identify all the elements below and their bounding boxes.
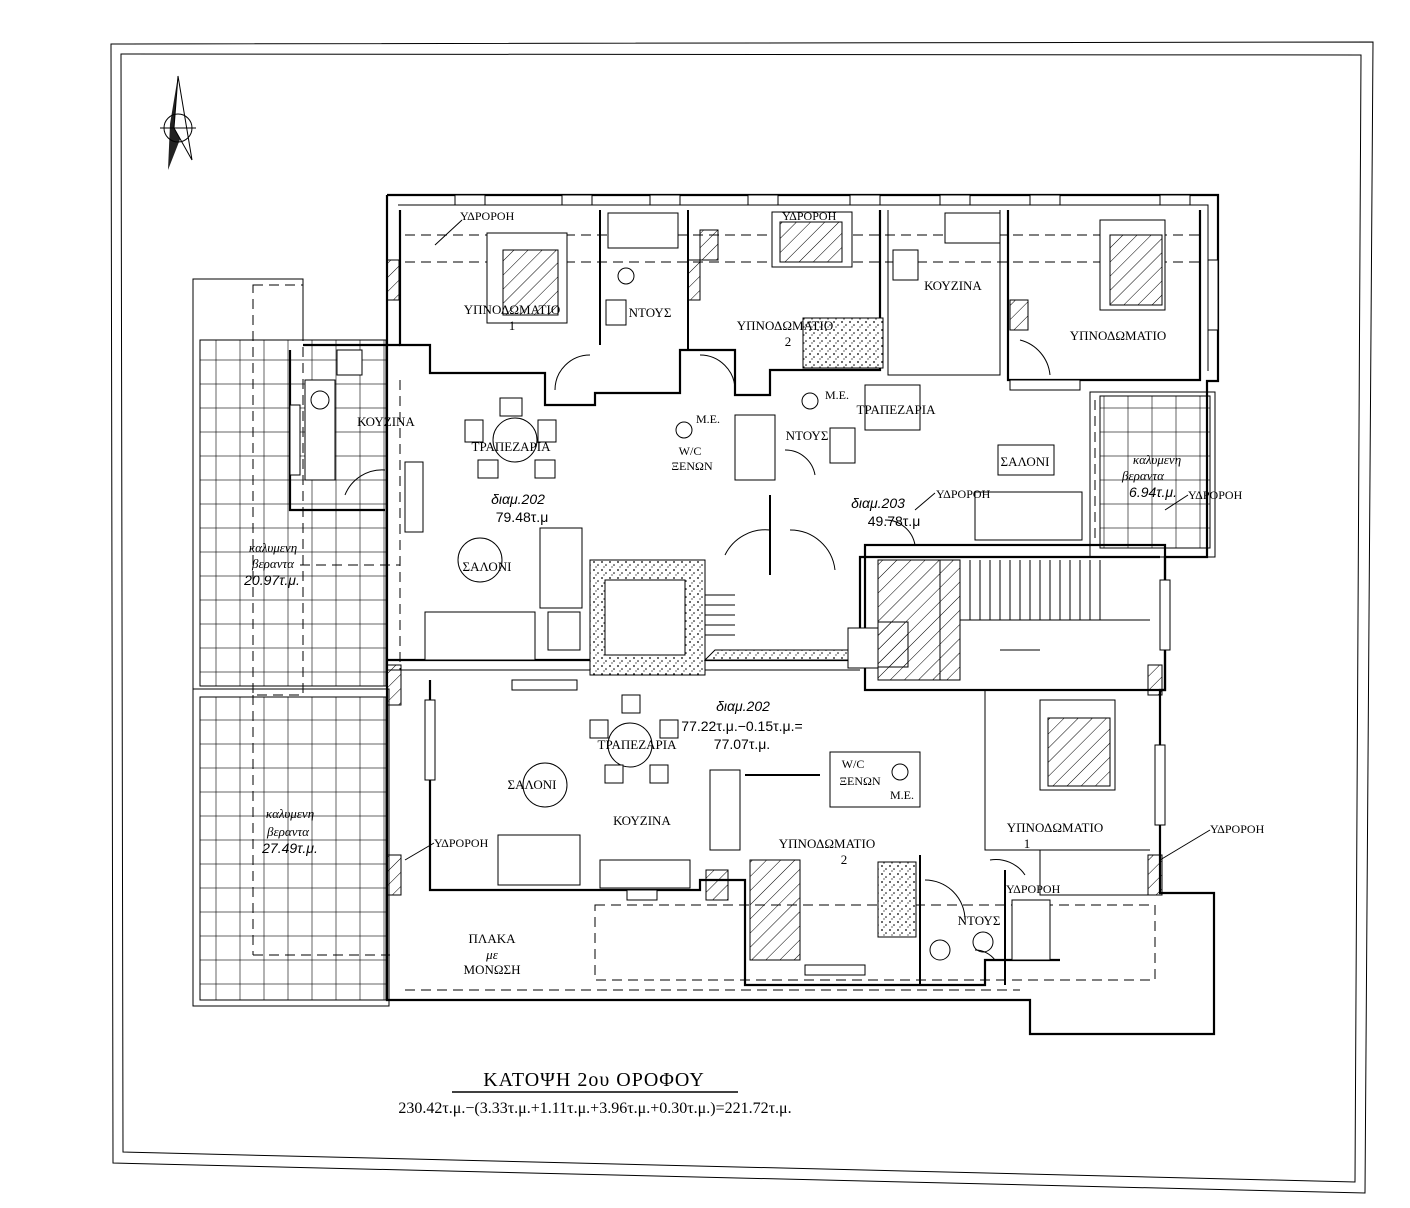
area-formula: 230.42τ.μ.−(3.33τ.μ.+1.11τ.μ.+3.96τ.μ.+0… xyxy=(398,1100,791,1117)
label-living-top-right: ΣΑΛΟΝΙ xyxy=(1001,454,1050,469)
veranda-3-line-2: βεραντα xyxy=(1121,468,1165,483)
title-block: ΚΑΤΟΨΗ 2ου ΟΡΟΦΟΥ 230.42τ.μ.−(3.33τ.μ.+1… xyxy=(398,1069,791,1117)
staircase xyxy=(847,543,1167,692)
apt-202-area: 79.48τ.μ xyxy=(496,509,549,525)
apt-203-area: 49.78τ.μ xyxy=(868,513,921,529)
downpipe-label-6: ΥΔΡΟΡΟΗ xyxy=(1210,822,1265,836)
label-bedroom-2-top: ΥΠΝΟΔΩΜΑΤΙΟ xyxy=(737,318,833,333)
label-me-top-right: Μ.Ε. xyxy=(825,388,849,402)
label-dining-bottom: ΤΡΑΠΕΖΑΡΙΑ xyxy=(598,737,678,752)
label-living-bottom: ΣΑΛΟΝΙ xyxy=(508,777,557,792)
furniture-beds xyxy=(486,211,1166,961)
windows xyxy=(289,194,1219,976)
label-me-top-left: Μ.Ε. xyxy=(696,412,720,426)
apt-203-name: διαμ.203 xyxy=(851,495,905,511)
veranda-1-line-2: βεραντα xyxy=(251,556,295,571)
veranda-right xyxy=(1089,391,1216,558)
label-shower-top-right: ΝΤΟΥΣ xyxy=(786,428,829,443)
veranda-1-area: 20.97τ.μ. xyxy=(243,572,300,588)
apt-202b-area-calc: 77.22τ.μ.−0.15τ.μ.= xyxy=(681,718,802,734)
veranda-left-bottom xyxy=(192,688,390,1007)
veranda-left-top xyxy=(192,278,387,690)
downpipe-label-4: ΥΔΡΟΡΟΗ xyxy=(1188,488,1243,502)
label-guest-top-left: ΞΕΝΩΝ xyxy=(671,459,713,473)
label-bedroom-2-number: 2 xyxy=(785,334,792,349)
columns xyxy=(386,229,1163,901)
veranda-2-line-1: καλυμενη xyxy=(266,806,314,821)
downpipe-label-3: ΥΔΡΟΡΟΗ xyxy=(936,487,991,501)
label-living-left: ΣΑΛΟΝΙ xyxy=(463,559,512,574)
label-slab-1: ΠΛΑΚΑ xyxy=(469,931,517,946)
label-shower-bottom: ΝΤΟΥΣ xyxy=(958,913,1001,928)
label-slab-2: με xyxy=(485,947,499,962)
label-bedroom-top-right: ΥΠΝΟΔΩΜΑΤΙΟ xyxy=(1070,328,1166,343)
label-shower-top-left: ΝΤΟΥΣ xyxy=(629,305,672,320)
apt-202b-name: διαμ.202 xyxy=(716,698,770,714)
veranda-1-line-1: καλυμενη xyxy=(249,540,297,555)
veranda-labels: καλυμενη βεραντα 20.97τ.μ. καλυμενη βερα… xyxy=(243,452,1181,856)
downpipe-label-1: ΥΔΡΟΡΟΗ xyxy=(460,209,515,223)
label-kitchen-top-right: ΚΟΥΖΙΝΑ xyxy=(924,278,982,293)
label-bedroom-1-number: 1 xyxy=(509,318,516,333)
veranda-2-line-2: βεραντα xyxy=(266,824,310,839)
veranda-3-area: 6.94τ.μ. xyxy=(1129,484,1177,500)
label-bedroom-2-bottom-number: 2 xyxy=(841,852,848,867)
label-dining-top-right: ΤΡΑΠΕΖΑΡΙΑ xyxy=(857,402,937,417)
apt-202b-area: 77.07τ.μ. xyxy=(714,736,770,752)
north-arrow-icon xyxy=(160,75,196,170)
downpipe-label-2: ΥΔΡΟΡΟΗ xyxy=(782,209,837,223)
label-guest-bottom: ΞΕΝΩΝ xyxy=(839,774,881,788)
label-bedroom-2-bottom: ΥΠΝΟΔΩΜΑΤΙΟ xyxy=(779,836,875,851)
furniture-living xyxy=(404,379,1083,886)
label-bedroom-1-bottom: ΥΠΝΟΔΩΜΑΤΙΟ xyxy=(1007,820,1103,835)
label-wc-top-left: W/C xyxy=(679,444,702,458)
room-labels: ΥΠΝΟΔΩΜΑΤΙΟ 1 ΝΤΟΥΣ ΥΠΝΟΔΩΜΑΤΙΟ 2 ΚΟΥΖΙΝ… xyxy=(357,278,1166,977)
label-kitchen-bottom: ΚΟΥΖΙΝΑ xyxy=(613,813,671,828)
downpipe-label-5: ΥΔΡΟΡΟΗ xyxy=(434,836,489,850)
downpipe-label-7: ΥΔΡΟΡΟΗ xyxy=(1006,882,1061,896)
veranda-3-line-1: καλυμενη xyxy=(1133,452,1181,467)
label-dining-top-left: ΤΡΑΠΕΖΑΡΙΑ xyxy=(472,439,552,454)
veranda-2-area: 27.49τ.μ. xyxy=(261,840,318,856)
apt-202-name: διαμ.202 xyxy=(491,491,545,507)
label-me-bottom: Μ.Ε. xyxy=(890,788,914,802)
apartment-labels: διαμ.202 79.48τ.μ διαμ.203 49.78τ.μ διαμ… xyxy=(491,491,920,752)
furniture-kitchens-baths xyxy=(304,212,1051,961)
sheet-frame xyxy=(110,41,1374,1194)
plan-title: ΚΑΤΟΨΗ 2ου ΟΡΟΦΟΥ xyxy=(483,1069,705,1091)
elevator-shaft xyxy=(589,559,861,676)
label-slab-3: ΜΟΝΩΣΗ xyxy=(464,962,521,977)
label-bedroom-1-top-left: ΥΠΝΟΔΩΜΑΤΙΟ xyxy=(464,302,560,317)
door-swings xyxy=(344,339,1051,961)
label-wc-bottom: W/C xyxy=(842,757,865,771)
label-kitchen-left: ΚΟΥΖΙΝΑ xyxy=(357,414,415,429)
label-bedroom-1-bottom-number: 1 xyxy=(1024,836,1031,851)
downpipe-labels: ΥΔΡΟΡΟΗ ΥΔΡΟΡΟΗ ΥΔΡΟΡΟΗ ΥΔΡΟΡΟΗ ΥΔΡΟΡΟΗ … xyxy=(404,209,1265,896)
